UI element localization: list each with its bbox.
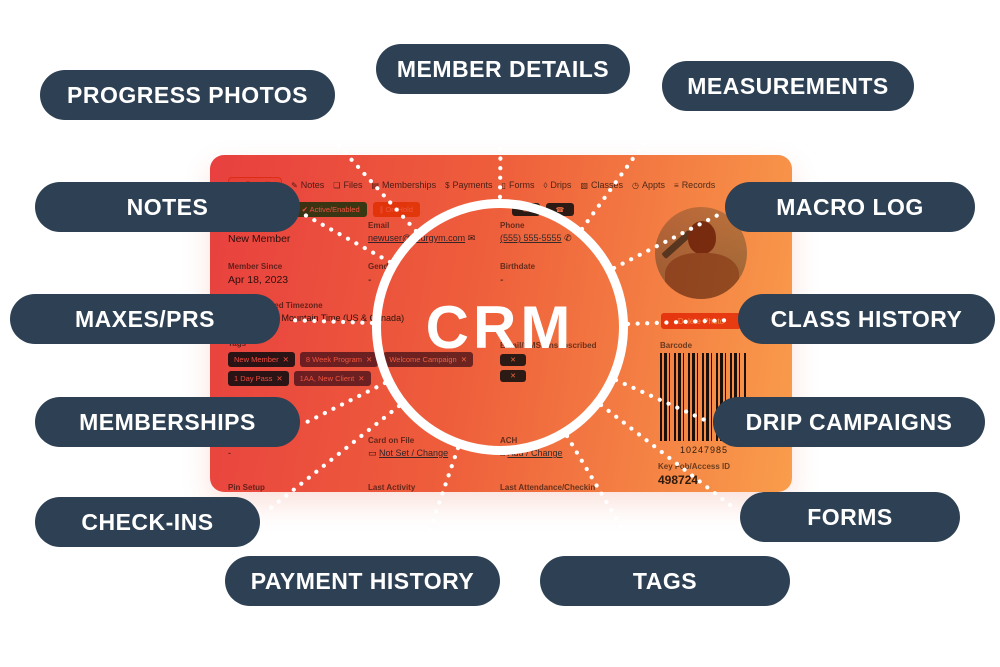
dollar-icon: $ xyxy=(445,180,450,190)
folder-icon: ❏ xyxy=(333,180,341,190)
tab-label: Files xyxy=(343,180,363,190)
tag-text: New Member xyxy=(234,355,279,364)
delete-photo-button[interactable]: Delete Photo xyxy=(661,313,741,329)
tab-payments[interactable]: $ Payments xyxy=(445,180,492,190)
photo-person-shoulders xyxy=(665,253,739,299)
feature-pill-notes: NOTES xyxy=(35,182,300,232)
pin-setup-label: Pin Setup xyxy=(228,483,265,492)
tab-label: Records xyxy=(681,180,716,190)
tab-appts[interactable]: ◷ Appts xyxy=(632,180,665,190)
feature-pill-macro-log: MACRO LOG xyxy=(725,182,975,232)
barcode-label: Barcode xyxy=(660,341,693,350)
photo-person-head xyxy=(688,221,716,254)
pin-setup-field: Pin Setup xyxy=(228,483,265,492)
tab-label: Drips xyxy=(550,180,572,190)
credit-card-icon: ▭ xyxy=(368,448,377,458)
tab-drips[interactable]: ◊ Drips xyxy=(543,180,571,190)
member-since-value: Apr 18, 2023 xyxy=(228,274,289,286)
tag-remove-icon[interactable]: ✕ xyxy=(282,355,289,364)
feature-pill-progress-photos: PROGRESS PHOTOS xyxy=(40,70,335,120)
tab-files[interactable]: ❏ Files xyxy=(333,180,362,190)
tab-label: Classes xyxy=(591,180,624,190)
feature-pill-forms: FORMS xyxy=(740,492,960,542)
last-activity-field: Last Activity xyxy=(368,483,415,492)
last-attendance-field: Last Attendance/Checkin xyxy=(500,483,595,492)
last-attendance-label: Last Attendance/Checkin xyxy=(500,483,596,492)
tag-remove-icon[interactable]: ✕ xyxy=(366,355,373,364)
membership-card-icon: ▤ xyxy=(371,180,380,190)
tab-classes[interactable]: ▧ Classes xyxy=(580,180,623,190)
tab-label: Payments xyxy=(452,180,493,190)
tag-pill[interactable]: 1AA, New Client ✕ xyxy=(293,371,371,386)
tab-records[interactable]: ≡ Records xyxy=(674,180,715,190)
card-on-file-value[interactable]: Not Set / Change xyxy=(379,448,449,458)
tag-pill[interactable]: New Member ✕ xyxy=(228,352,295,367)
customer-id-value: - xyxy=(228,448,231,458)
feature-pill-tags: TAGS xyxy=(540,556,790,606)
on-hold-button[interactable]: ∥ On Hold xyxy=(372,202,420,217)
tag-remove-icon[interactable]: ✕ xyxy=(358,374,365,383)
member-since-field: Member Since Apr 18, 2023 xyxy=(228,262,288,286)
feature-pill-member-details: MEMBER DETAILS xyxy=(376,44,630,94)
feature-pill-maxes-prs: MAXES/PRS xyxy=(10,294,280,344)
tag-text: 1 Day Pass xyxy=(234,374,273,383)
tag-remove-icon[interactable]: ✕ xyxy=(276,374,283,383)
keyfob-label: Key Fob/Access ID xyxy=(658,462,731,471)
center-circle: CRM xyxy=(372,199,628,455)
feature-pill-memberships: MEMBERSHIPS xyxy=(35,397,300,447)
last-activity-label: Last Activity xyxy=(368,483,416,492)
center-label: CRM xyxy=(425,293,575,361)
document-icon: ▯ xyxy=(501,180,506,190)
tab-forms[interactable]: ▯ Forms xyxy=(502,180,535,190)
tag-pill[interactable]: 1 Day Pass ✕ xyxy=(228,371,289,386)
tab-label: Appts xyxy=(642,180,666,190)
feature-pill-drip-campaigns: DRIP CAMPAIGNS xyxy=(713,397,985,447)
feature-pill-class-history: CLASS HISTORY xyxy=(738,294,995,344)
calendar-icon: ▧ xyxy=(580,180,588,190)
tag-text: 8 Week Program xyxy=(305,355,363,364)
feature-pill-measurements: MEASUREMENTS xyxy=(662,61,914,111)
list-icon: ≡ xyxy=(674,180,679,190)
feature-pill-check-ins: CHECK-INS xyxy=(35,497,260,547)
keyfob-value: 498724 xyxy=(658,473,699,487)
active-status-button[interactable]: ✔ Active/Enabled xyxy=(294,202,367,217)
feature-pill-payment-history: PAYMENT HISTORY xyxy=(225,556,500,606)
card-on-file-field: Card on File ▭ Not Set / Change xyxy=(368,436,448,459)
tab-label: Notes xyxy=(300,180,325,190)
tab-memberships[interactable]: ▤ Memberships xyxy=(371,180,436,190)
drop-icon: ◊ xyxy=(543,180,548,190)
tag-text: 1AA, New Client xyxy=(299,374,355,383)
name-value: New Member xyxy=(228,233,291,245)
tab-label: Memberships xyxy=(382,180,437,190)
clock-icon: ◷ xyxy=(632,180,639,190)
tag-pill[interactable]: 8 Week Program ✕ xyxy=(299,352,379,367)
tab-label: Forms xyxy=(508,180,535,190)
tab-notes[interactable]: ✎ Notes xyxy=(291,180,324,190)
tab-bar: ▦ Details ✎ Notes ❏ Files ▤ Memberships … xyxy=(228,177,776,193)
member-since-label: Member Since xyxy=(228,262,283,271)
